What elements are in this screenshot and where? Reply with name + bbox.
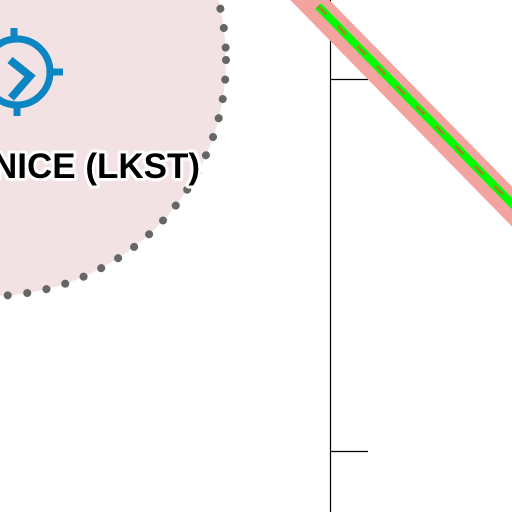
- clock-icon[interactable]: [0, 28, 63, 116]
- airport-label: NICE (LKST): [0, 147, 200, 186]
- route-segment[interactable]: [290, 0, 512, 227]
